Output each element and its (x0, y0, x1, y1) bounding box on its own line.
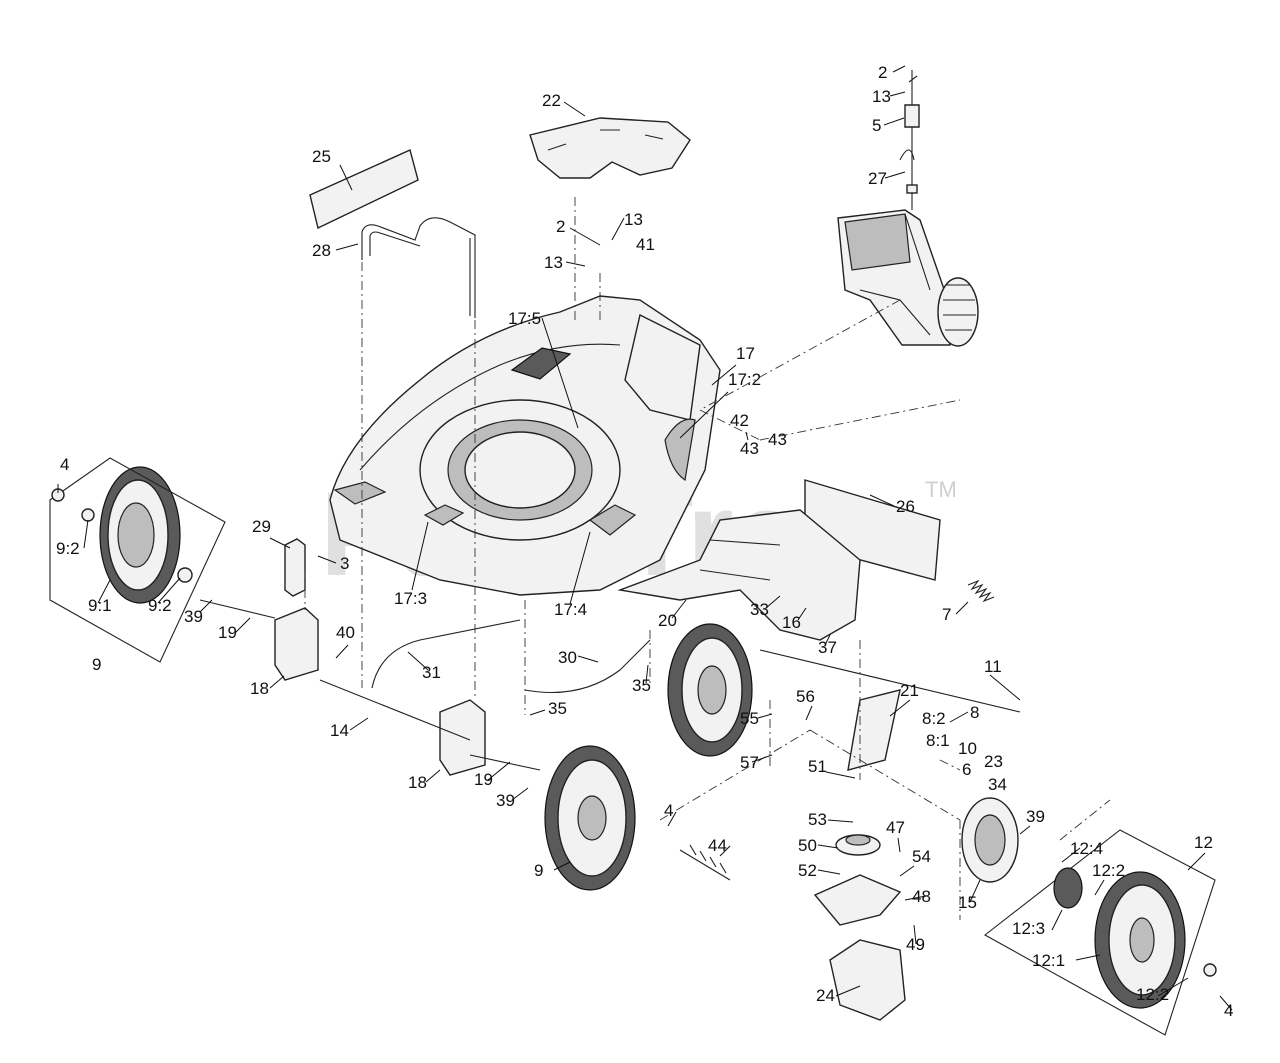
callout-44: 44 (708, 836, 727, 855)
upper-handle (361, 217, 476, 318)
callout-41: 41 (636, 235, 655, 254)
leader-lines (57, 65, 1233, 1011)
callout-40: 40 (336, 623, 355, 642)
front-axle (319, 679, 471, 741)
callout-2-top: 2 (878, 63, 887, 82)
callout-17-4: 17:4 (554, 600, 587, 619)
rear-axle-rod (759, 649, 1021, 713)
callout-12-2-b: 12:2 (1136, 985, 1169, 1004)
callout-5: 5 (872, 116, 881, 135)
callout-52: 52 (798, 861, 817, 880)
callout-12: 12 (1194, 833, 1213, 852)
callout-31: 31 (422, 663, 441, 682)
rear-left-wheel (667, 623, 753, 757)
drive-belt-spring (679, 849, 731, 881)
callout-50: 50 (798, 836, 817, 855)
handle-decal (309, 149, 419, 230)
cable (371, 619, 651, 694)
callout-39-rear: 39 (1026, 807, 1045, 826)
callout-13-mid-a: 13 (624, 210, 643, 229)
callout-9-2-right: 9:2 (148, 596, 172, 615)
callout-9-left: 9 (92, 655, 101, 674)
callout-25: 25 (312, 147, 331, 166)
callout-37: 37 (818, 638, 837, 657)
callout-9-1: 9:1 (88, 596, 112, 615)
callout-13-mid-b: 13 (544, 253, 563, 272)
callout-18-front: 18 (408, 773, 427, 792)
callout-12-2-a: 12:2 (1092, 861, 1125, 880)
transmission-gearbox (829, 939, 906, 1021)
callout-10: 10 (958, 739, 977, 758)
callout-23: 23 (984, 752, 1003, 771)
callout-27: 27 (868, 169, 887, 188)
front-right-wheel (544, 745, 636, 891)
rear-right-wheel (1094, 871, 1186, 1009)
watermark-trademark: TM (925, 477, 957, 502)
callout-56: 56 (796, 687, 815, 706)
inset-handle-bracket (837, 70, 979, 347)
callout-13-top: 13 (872, 87, 891, 106)
callout-11: 11 (984, 657, 1002, 676)
callout-26: 26 (896, 497, 915, 516)
callout-34: 34 (988, 775, 1007, 794)
callout-24: 24 (816, 986, 835, 1005)
callout-22: 22 (542, 91, 561, 110)
callout-17-3: 17:3 (394, 589, 427, 608)
callout-16: 16 (782, 613, 801, 632)
callout-9-front: 9 (534, 861, 543, 880)
callout-54: 54 (912, 847, 931, 866)
callout-14: 14 (330, 721, 349, 740)
height-adjuster-rear (274, 607, 319, 681)
callout-17-2: 17:2 (728, 370, 761, 389)
callout-9-2-left: 9:2 (56, 539, 80, 558)
callout-17-5: 17:5 (508, 309, 541, 328)
callout-3: 3 (340, 554, 349, 573)
assembly-lines (304, 195, 1111, 920)
callout-12-3: 12:3 (1012, 919, 1045, 938)
callout-18-rear: 18 (250, 679, 269, 698)
callout-19-left: 19 (218, 623, 237, 642)
callout-12-4: 12:4 (1070, 839, 1103, 858)
callout-35-b: 35 (548, 699, 567, 718)
callout-35-a: 35 (632, 676, 651, 695)
callout-4-rear: 4 (1224, 1001, 1233, 1020)
callout-29: 29 (252, 517, 271, 536)
spring (967, 579, 995, 603)
callout-2-mid: 2 (556, 217, 565, 236)
callout-17: 17 (736, 344, 755, 363)
rear-shield (529, 117, 691, 179)
callout-55: 55 (740, 709, 759, 728)
callout-15: 15 (958, 893, 977, 912)
part-callouts: 2 13 5 27 22 25 28 2 13 13 41 17:5 17 17… (56, 63, 1233, 1020)
callout-53: 53 (808, 810, 827, 829)
callout-51: 51 (808, 757, 827, 776)
callout-12-1: 12:1 (1032, 951, 1065, 970)
callout-6: 6 (962, 760, 971, 779)
callout-7: 7 (942, 605, 951, 624)
callout-43-a: 43 (768, 430, 787, 449)
callout-19-front: 19 (474, 770, 493, 789)
callout-49: 49 (906, 935, 925, 954)
rear-chute (617, 509, 861, 641)
callout-43-b: 43 (740, 439, 759, 458)
callout-39-left: 39 (184, 607, 203, 626)
callout-39-front: 39 (496, 791, 515, 810)
callout-47: 47 (886, 818, 905, 837)
callout-8: 8 (970, 703, 979, 722)
front-left-wheel (99, 466, 181, 604)
callout-28: 28 (312, 241, 331, 260)
callout-42: 42 (730, 411, 749, 430)
mower-deck (329, 295, 721, 596)
callout-33: 33 (750, 600, 769, 619)
callout-4-left: 4 (60, 455, 69, 474)
callout-30: 30 (558, 648, 577, 667)
callout-57: 57 (740, 753, 759, 772)
callout-8-1: 8:1 (926, 731, 950, 750)
callout-4-front: 4 (664, 801, 673, 820)
callout-21: 21 (900, 681, 919, 700)
callout-20: 20 (658, 611, 677, 630)
callout-8-2: 8:2 (922, 709, 946, 728)
